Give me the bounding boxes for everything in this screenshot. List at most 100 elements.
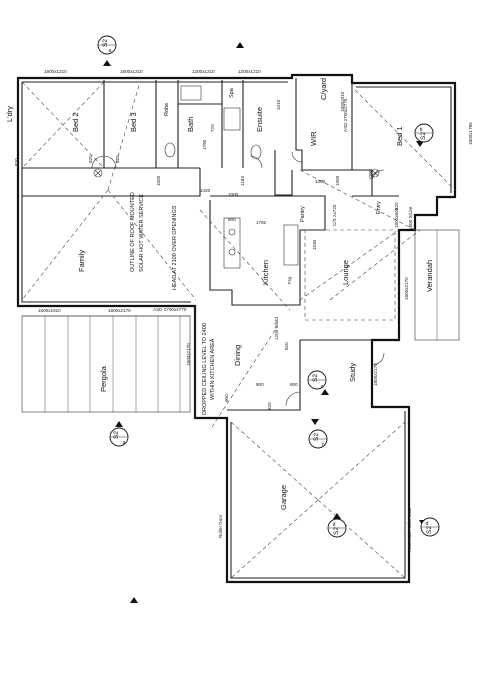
room-cyard: C/yard [319,78,328,100]
dim-820-e: 820 [267,402,272,410]
note-solar-1: OUTLINE OF ROOF MOUNTED [130,192,136,272]
section-marker-top-code: S2 [102,39,109,47]
internal-walls [22,78,399,418]
verandah [414,229,460,341]
room-garage: Garage [279,485,288,510]
section-marker-right-d-code: S2 [426,526,433,534]
dim-1000-c: 1000 [315,179,326,184]
dim-1782: 1782 [256,220,267,225]
dim-top4: 1200x1210 [238,69,261,74]
room-entry: Entry [376,201,382,214]
section-marker-study-sub: c [321,384,324,390]
dim-820-a: 820 [14,158,19,166]
room-verandah: Verandah [425,260,434,292]
note-sliding: 1800 S/Lite [408,206,413,230]
room-bath: Bath [186,117,195,132]
room-robe: Robe [164,103,170,116]
room-bed2: Bed 2 [71,112,80,132]
dim-900-a: 900 [228,217,236,222]
dim-820-f: 820 [284,342,289,350]
roof-outline [21,81,456,579]
note-asd-bed1: 1800x1765 [468,122,473,145]
room-bed3: Bed 3 [129,112,138,132]
section-marker-garage-c-code: S2 [313,433,320,441]
dim-1000-a: 1000 [156,175,161,186]
note-roller-door-right: Automatic Roller Door [407,507,412,552]
note-solar-2: SOLAR HOT WATER SERVICE [139,194,145,272]
dim-720: 720 [210,124,215,132]
section-marker-bed1-code: S2 [420,132,427,140]
dim-study-win: 1800x2170 [373,363,378,386]
room-wir: WIR [309,131,318,146]
dim-1183: 1183 [240,176,245,186]
section-marker-garage-d: S2 d [327,513,347,538]
room-fridge: Frg [287,277,292,284]
section-marker-study-code: S2 [312,374,319,382]
dim-820-b: 820 [88,155,93,163]
room-spa: Spa [229,87,235,98]
section-marker-top: S2 a [97,35,117,66]
dim-1000-b: 1000 [228,192,239,197]
dim-820-c: 820 [115,155,120,163]
note-ceiling-2: WITHIN KITCHEN AREA [210,338,216,400]
outer-walls [16,73,457,584]
dimensions: 1800x1210 1800x1210 1200x1210 1200x1210 … [14,69,409,410]
section-marker-garage-d-sub: d [333,522,336,528]
section-marker-bottom [130,597,138,603]
section-marker-garage-c-sub: c [322,442,325,448]
room-lounge: Lounge [341,260,350,285]
room-ensuite: Ensuite [255,107,264,132]
note-asd-cyard: ASD 2700x2770 [343,98,348,132]
section-marker-bl-code: S2 [113,431,120,439]
section-marker-bl-sub: a [123,440,126,446]
fixtures [93,85,380,269]
dim-900-d: 900 [224,394,229,402]
room-pantry: Pantry [300,206,306,222]
dim-cyard-win: 1800x910 [340,91,345,112]
dim-pergola-top1: 1800x1810 [38,308,61,313]
dim-1010: 1010 [276,99,281,110]
dim-pergola-top2: 1800x2170 [108,308,131,313]
dim-entry-win: 1800x600 [394,207,399,228]
dim-lounge-win: 1800x2170 [404,277,409,300]
section-marker-garage-d-code: S2 [333,527,340,535]
room-family: Family [77,250,86,272]
section-marker-top-sub: a [109,48,112,54]
dim-top3: 1200x1210 [192,69,215,74]
dim-top1: 1800x1210 [44,69,67,74]
pergola-hatching [21,315,191,413]
dim-1420: 1420 [200,188,211,193]
note-head-height: HEAD AT 2100 OVER OPENINGS [172,205,178,290]
note-bifold: 1200 Bifold [274,317,279,340]
dim-820-d: 820 [394,202,399,210]
room-dining: Dining [233,345,242,366]
dim-1790: 1790 [202,139,207,150]
notes: OUTLINE OF ROOF MOUNTED SOLAR HOT WATER … [130,98,473,552]
door-swings [91,151,385,407]
section-marker-right-d: S2 d [419,517,440,537]
note-roller-door-left: Roller Door [218,514,223,538]
section-marker-bottom-left: S2 a [109,421,129,447]
dim-900-b: 900 [256,382,264,387]
dim-900-c: 900 [290,382,298,387]
dim-dining-win: 1800x2170 [186,343,191,366]
section-marker-right-d-sub: d [426,521,429,527]
room-study: Study [348,363,357,382]
room-kitchen: Kitchen [261,260,270,285]
section-marker-top-right [236,42,244,48]
section-marker-bed1-sub: b [420,127,423,133]
note-asd-pergola: ASD 2700x2770 [153,307,187,312]
room-labels: L'dry Bed 2 Bed 3 Robe Bath Spa Ensuite … [5,78,434,510]
note-ceiling-1: DROPPED CEILING LEVEL TO 2400 [202,323,208,415]
note-cs: C/S 2x720 [332,204,337,226]
dim-1530: 1530 [312,239,317,250]
section-marker-garage-c: S2 c [308,419,328,449]
section-marker-study: S2 c [307,370,329,395]
room-bed1: Bed 1 [395,126,404,146]
room-pergola: Pergola [99,365,108,392]
dim-1009: 1009 [368,169,373,180]
room-laundry: L'dry [5,106,14,122]
dim-1090: 1090 [335,175,340,186]
section-marker-bed1: S2 b [414,123,434,147]
